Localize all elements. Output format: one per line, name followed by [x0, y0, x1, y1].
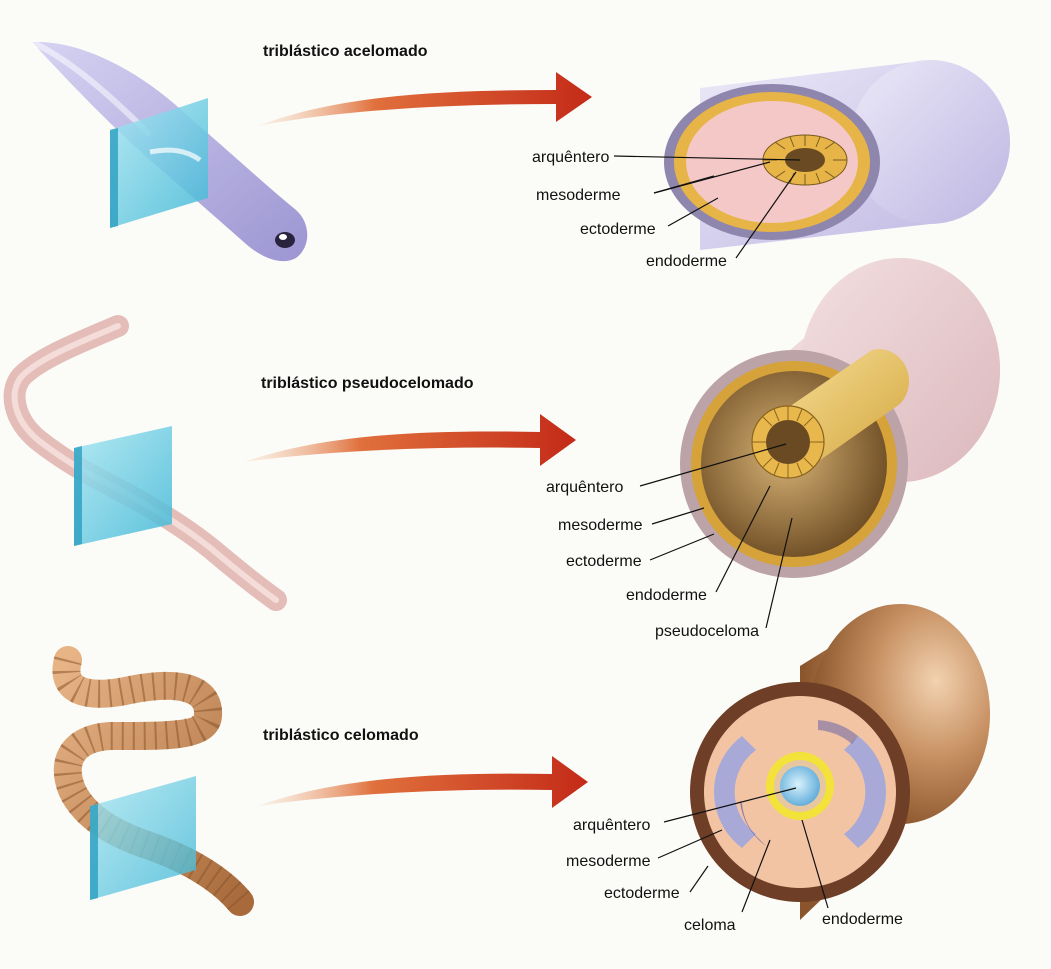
label-coelom: celoma	[684, 917, 736, 934]
label-archenteron-3: arquêntero	[573, 817, 650, 834]
label-mesoderm-3: mesoderme	[566, 853, 651, 870]
flatworm-illustration	[30, 39, 308, 262]
panel-coelomate: triblástico celomado arquêntero mesoderm…	[52, 604, 990, 934]
arrow-2	[244, 414, 576, 466]
leaders-acoelomate	[613, 155, 801, 259]
arrow-1	[258, 72, 592, 126]
label-endoderm-1: endoderme	[646, 253, 727, 270]
leaders-pseudocoelomate	[639, 443, 793, 629]
label-endoderm-3: endoderme	[822, 911, 903, 928]
earthworm-illustration	[52, 646, 254, 916]
archenteron-lumen	[780, 766, 820, 806]
leaders-coelomate	[657, 787, 829, 913]
archenteron-lumen	[785, 148, 825, 172]
arrow-3	[258, 756, 588, 808]
cross-section-pseudocoelomate	[680, 258, 1000, 578]
panel-title-coelomate: triblástico celomado	[263, 727, 419, 744]
cross-section-coelomate	[690, 604, 990, 920]
label-mesoderm-2: mesoderme	[558, 517, 643, 534]
label-pseudocoelom: pseudoceloma	[655, 623, 759, 640]
label-ectoderm-2: ectoderme	[566, 553, 642, 570]
label-ectoderm-3: ectoderme	[604, 885, 680, 902]
cross-section-acoelomate	[664, 60, 1010, 250]
panel-title-pseudocoelomate: triblástico pseudocelomado	[261, 375, 474, 392]
label-archenteron-1: arquêntero	[532, 149, 609, 166]
coelom-left	[714, 736, 756, 848]
coelom-right	[844, 736, 886, 848]
label-archenteron-2: arquêntero	[546, 479, 623, 496]
label-endoderm-2: endoderme	[626, 587, 707, 604]
archenteron-lumen	[766, 420, 810, 464]
label-ectoderm-1: ectoderme	[580, 221, 656, 238]
label-mesoderm-1: mesoderme	[536, 187, 621, 204]
panel-pseudocoelomate: triblástico pseudocelomado	[3, 258, 1000, 640]
roundworm-illustration	[3, 315, 287, 611]
panel-title-acoelomate: triblástico acelomado	[263, 43, 428, 60]
panel-acoelomate: triblástico acelomado	[30, 39, 1010, 270]
endoderm-cells	[752, 406, 824, 478]
